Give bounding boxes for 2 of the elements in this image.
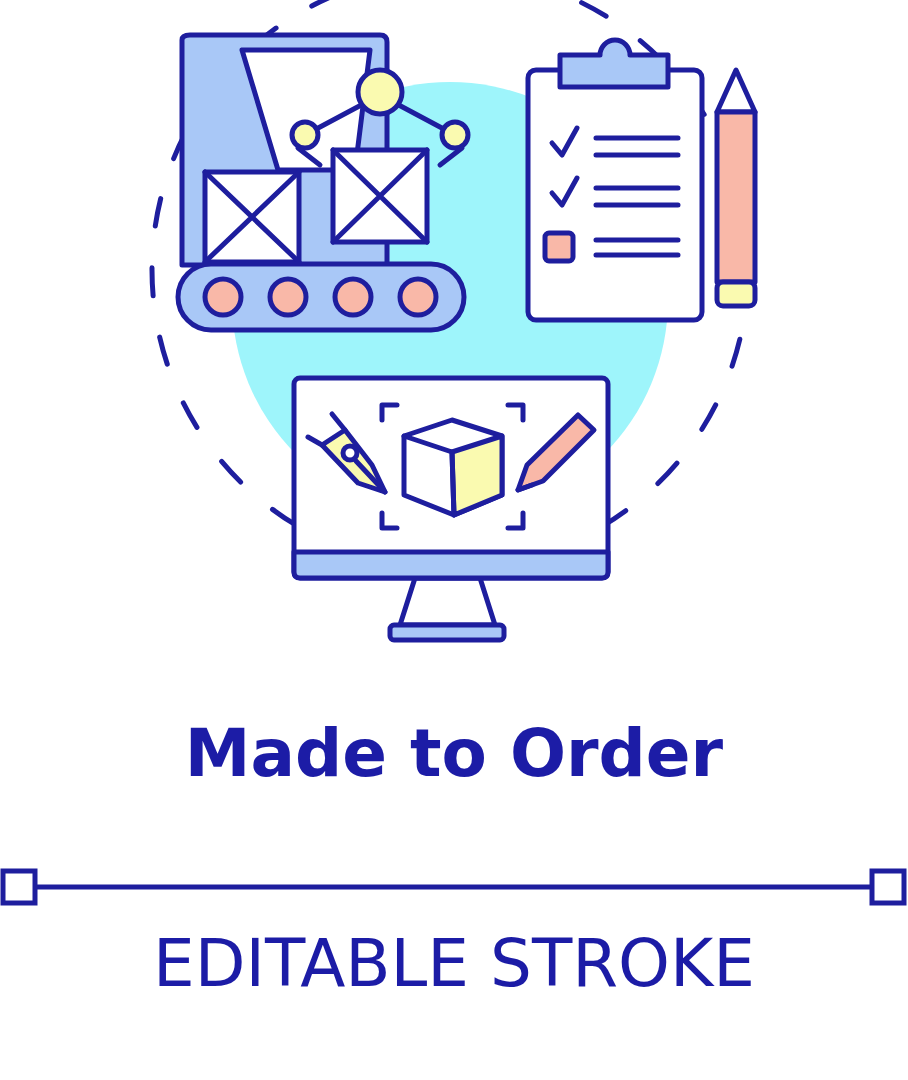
caption-text: EDITABLE STROKE bbox=[152, 925, 756, 1002]
title: Made to Order bbox=[184, 715, 724, 792]
